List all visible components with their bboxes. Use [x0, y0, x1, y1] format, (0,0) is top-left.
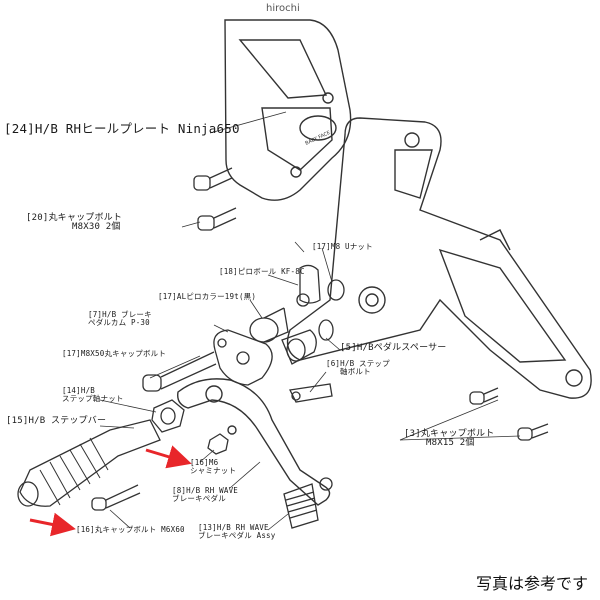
brake-pedal — [177, 378, 331, 506]
label-step-axle-nut: [14]H/B ステップ軸ナット — [62, 387, 124, 403]
highlight-arrows — [29, 445, 192, 537]
label-m6-nut-line2: シャミナット — [190, 465, 237, 475]
label-bracket-bolts-line1: [3]丸キャップボルト — [404, 429, 495, 439]
step-bar — [17, 419, 161, 507]
label-brake-cam-line1: [7]H/B ブレーキ — [88, 310, 152, 319]
label-brake-cam-line2: ペダルカム P-30 — [88, 317, 150, 327]
label-step-bar-line1: [15]H/B ステップバー — [6, 416, 107, 426]
label-heel-plate-bolts-line1: [20]丸キャップボルト — [26, 213, 123, 223]
label-brake-pedal-line1: [8]H/B RH WAVE — [172, 486, 239, 495]
label-m6-nut-line1: [16]M6 — [190, 458, 219, 467]
label-pillow-collar: [17]ALピロカラー19t(黒) — [158, 293, 256, 301]
label-heel-plate-line1: [24]H/B RHヒールプレート Ninja650 — [4, 121, 240, 136]
heel-plate — [224, 19, 352, 201]
label-u-nut-line1: [17]M8 Uナット — [312, 242, 373, 251]
leader-lines — [99, 111, 521, 531]
main-bracket — [286, 117, 592, 399]
label-heel-plate-bolts: [20]丸キャップボルト M8X30 2個 — [26, 213, 123, 233]
bracket-bolts — [469, 387, 549, 441]
label-pillow-ball-line1: [18]ピロボール KF-8C — [219, 267, 305, 276]
label-pedal-bolt-line1: [16]丸キャップボルト M6X60 — [76, 525, 185, 534]
long-bolt — [142, 351, 217, 392]
arrow-to-bolt — [29, 512, 76, 537]
step-axle-nut — [151, 399, 185, 433]
label-step-axle-bolt: [6]H/B ステップ 軸ボルト — [326, 360, 390, 376]
label-heel-plate: [24]H/B RHヒールプレート Ninja650 — [4, 122, 240, 135]
label-step-axle-nut-line2: ステップ軸ナット — [62, 393, 124, 403]
label-long-bolt: [17]M8X50丸キャップボルト — [62, 350, 166, 358]
label-pillow-collar-line1: [17]ALピロカラー19t(黒) — [158, 292, 257, 301]
label-step-axle-bolt-line2: 軸ボルト — [340, 366, 371, 376]
pivot-stack — [249, 264, 345, 365]
label-bracket-bolts: [3]丸キャップボルト M8X15 2個 — [404, 429, 495, 449]
label-step-axle-nut-line1: [14]H/B — [62, 386, 96, 395]
label-heel-plate-bolts-line2: M8X30 2個 — [72, 222, 121, 233]
arrow-to-nut — [145, 445, 192, 469]
brake-cam — [213, 329, 273, 386]
step-axle-bolt — [289, 383, 333, 403]
label-pedal-spacer: [5]H/Bペダルスペーサー — [340, 343, 447, 353]
label-m6-nut: [16]M6 シャミナット — [190, 459, 236, 475]
watermark: hirochi — [266, 3, 300, 14]
label-pedal-bolt: [16]丸キャップボルト M6X60 — [76, 526, 185, 534]
heel-plate-bolts — [193, 167, 237, 231]
label-pedal-assy-line1: [13]H/B RH WAVE — [198, 523, 269, 532]
label-bracket-bolts-line2: M8X15 2個 — [426, 438, 475, 449]
pedal-bolt — [91, 484, 141, 511]
pedal-tip — [283, 477, 333, 529]
label-brake-pedal: [8]H/B RH WAVE ブレーキペダル — [172, 487, 238, 503]
label-brake-pedal-line2: ブレーキペダル — [172, 493, 226, 503]
label-pedal-spacer-line1: [5]H/Bペダルスペーサー — [340, 343, 447, 353]
label-pillow-ball: [18]ピロボール KF-8C — [219, 268, 305, 276]
label-u-nut: [17]M8 Uナット — [312, 243, 373, 251]
label-brake-cam: [7]H/B ブレーキ ペダルカム P-30 — [88, 311, 152, 327]
label-step-axle-bolt-line1: [6]H/B ステップ — [326, 359, 390, 368]
label-pedal-assy: [13]H/B RH WAVE ブレーキペダル Assy — [198, 524, 275, 540]
footer-note: 写真は参考です — [475, 574, 588, 593]
label-step-bar: [15]H/B ステップバー — [6, 416, 107, 426]
label-pedal-assy-line2: ブレーキペダル Assy — [198, 530, 276, 540]
pedal-nut — [207, 433, 229, 455]
label-long-bolt-line1: [17]M8X50丸キャップボルト — [62, 349, 167, 358]
